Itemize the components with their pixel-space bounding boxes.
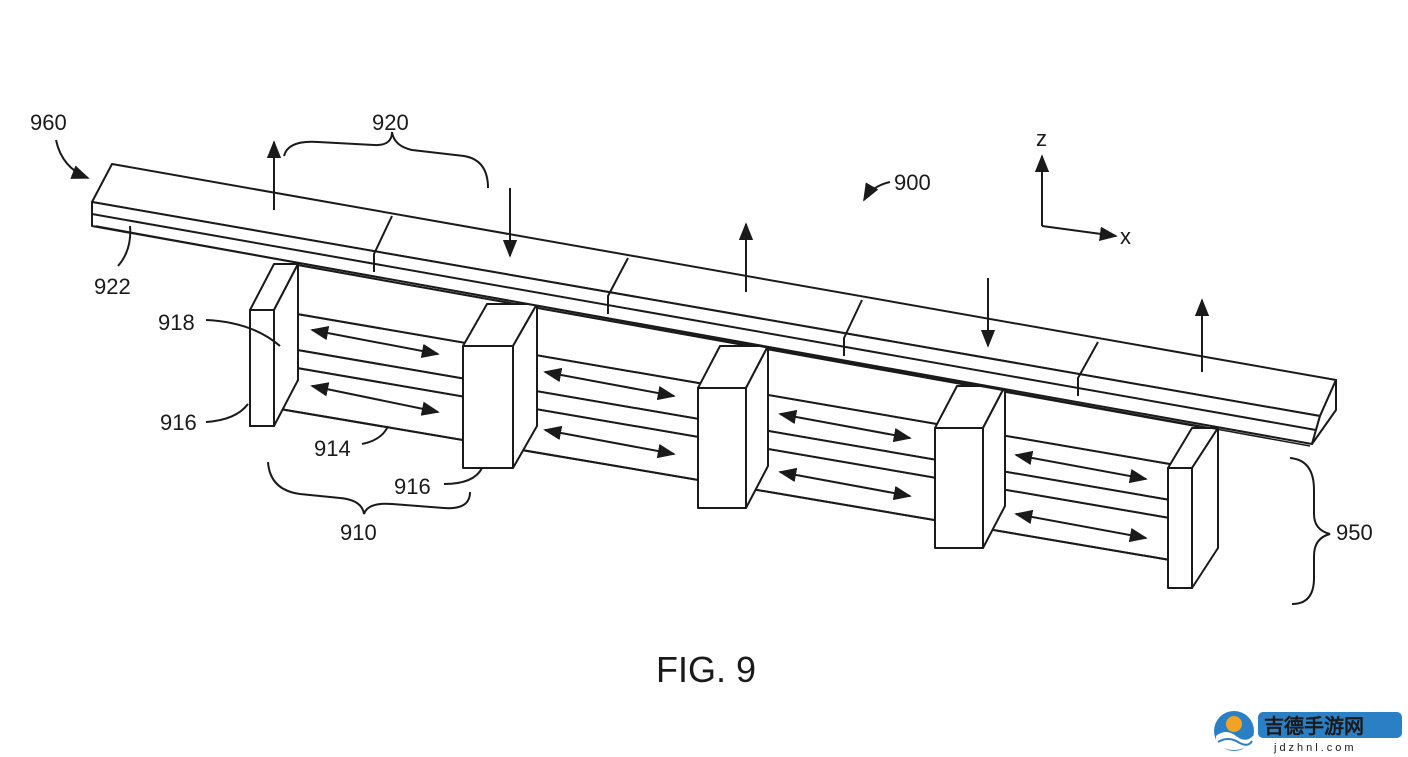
double-arrow-icon <box>778 467 912 501</box>
leader-900 <box>863 181 891 202</box>
label-910: 910 <box>340 520 377 545</box>
pillar-2-side <box>512 303 538 469</box>
label-960: 960 <box>30 110 67 135</box>
leader-916-left <box>205 403 249 423</box>
pillar-4-side <box>982 385 1006 549</box>
label-922: 922 <box>94 274 131 299</box>
watermark: 吉德手游网 jdzhnl.com <box>1214 711 1402 754</box>
segment-divider <box>607 257 629 314</box>
axes <box>1034 154 1118 241</box>
leader-918 <box>205 319 281 347</box>
leader-914 <box>361 425 389 445</box>
watermark-banner <box>1258 712 1402 738</box>
leader-922 <box>117 225 132 267</box>
pillar-1-front <box>249 309 275 427</box>
label-916-left: 916 <box>160 410 197 435</box>
slab-arrows <box>310 325 1148 543</box>
double-arrow-icon <box>310 325 440 359</box>
pillar-4-front <box>934 427 984 549</box>
beam-960 <box>91 163 1337 447</box>
pillar-3-side <box>745 345 769 509</box>
double-arrow-icon <box>778 409 912 443</box>
label-950: 950 <box>1336 520 1373 545</box>
double-arrow-icon <box>1014 450 1148 484</box>
double-arrow-icon <box>310 382 440 416</box>
pillar-1-side <box>273 263 299 427</box>
label-920: 920 <box>372 110 409 135</box>
watermark-brand: 吉德手游网 <box>1264 714 1364 738</box>
watermark-domain: jdzhnl.com <box>1273 742 1357 754</box>
double-arrow-icon <box>1014 509 1148 543</box>
pillar-2-front <box>462 345 514 469</box>
pillar-3-front <box>697 387 747 509</box>
label-916-lower: 916 <box>394 474 431 499</box>
brace-950 <box>1289 457 1331 605</box>
double-arrow-icon <box>543 425 676 459</box>
brace-920 <box>283 131 489 189</box>
figure-caption: FIG. 9 <box>656 649 756 690</box>
beam-arrows <box>266 140 1210 372</box>
watermark-logo-icon <box>1214 711 1254 751</box>
beam-front-stripe <box>91 213 1317 431</box>
double-arrow-icon <box>543 367 676 401</box>
label-900: 900 <box>894 170 931 195</box>
pillar-5-side <box>1191 427 1219 589</box>
leaders <box>55 131 1331 605</box>
lower-array-950 <box>249 263 1219 589</box>
leader-916-lower <box>443 467 483 485</box>
segment-divider <box>373 215 393 272</box>
segment-divider <box>843 299 863 356</box>
brace-910 <box>267 461 471 515</box>
x-axis-arrow-icon <box>1041 225 1118 241</box>
axis-x-label: x <box>1120 224 1131 249</box>
label-918: 918 <box>158 310 195 335</box>
pillar-5-front <box>1167 467 1193 589</box>
leader-960 <box>55 139 90 179</box>
axis-z-label: z <box>1036 126 1047 151</box>
label-914: 914 <box>314 436 351 461</box>
beam-end <box>1311 379 1337 445</box>
segment-divider <box>1077 341 1099 396</box>
beam-underside <box>95 225 1311 447</box>
